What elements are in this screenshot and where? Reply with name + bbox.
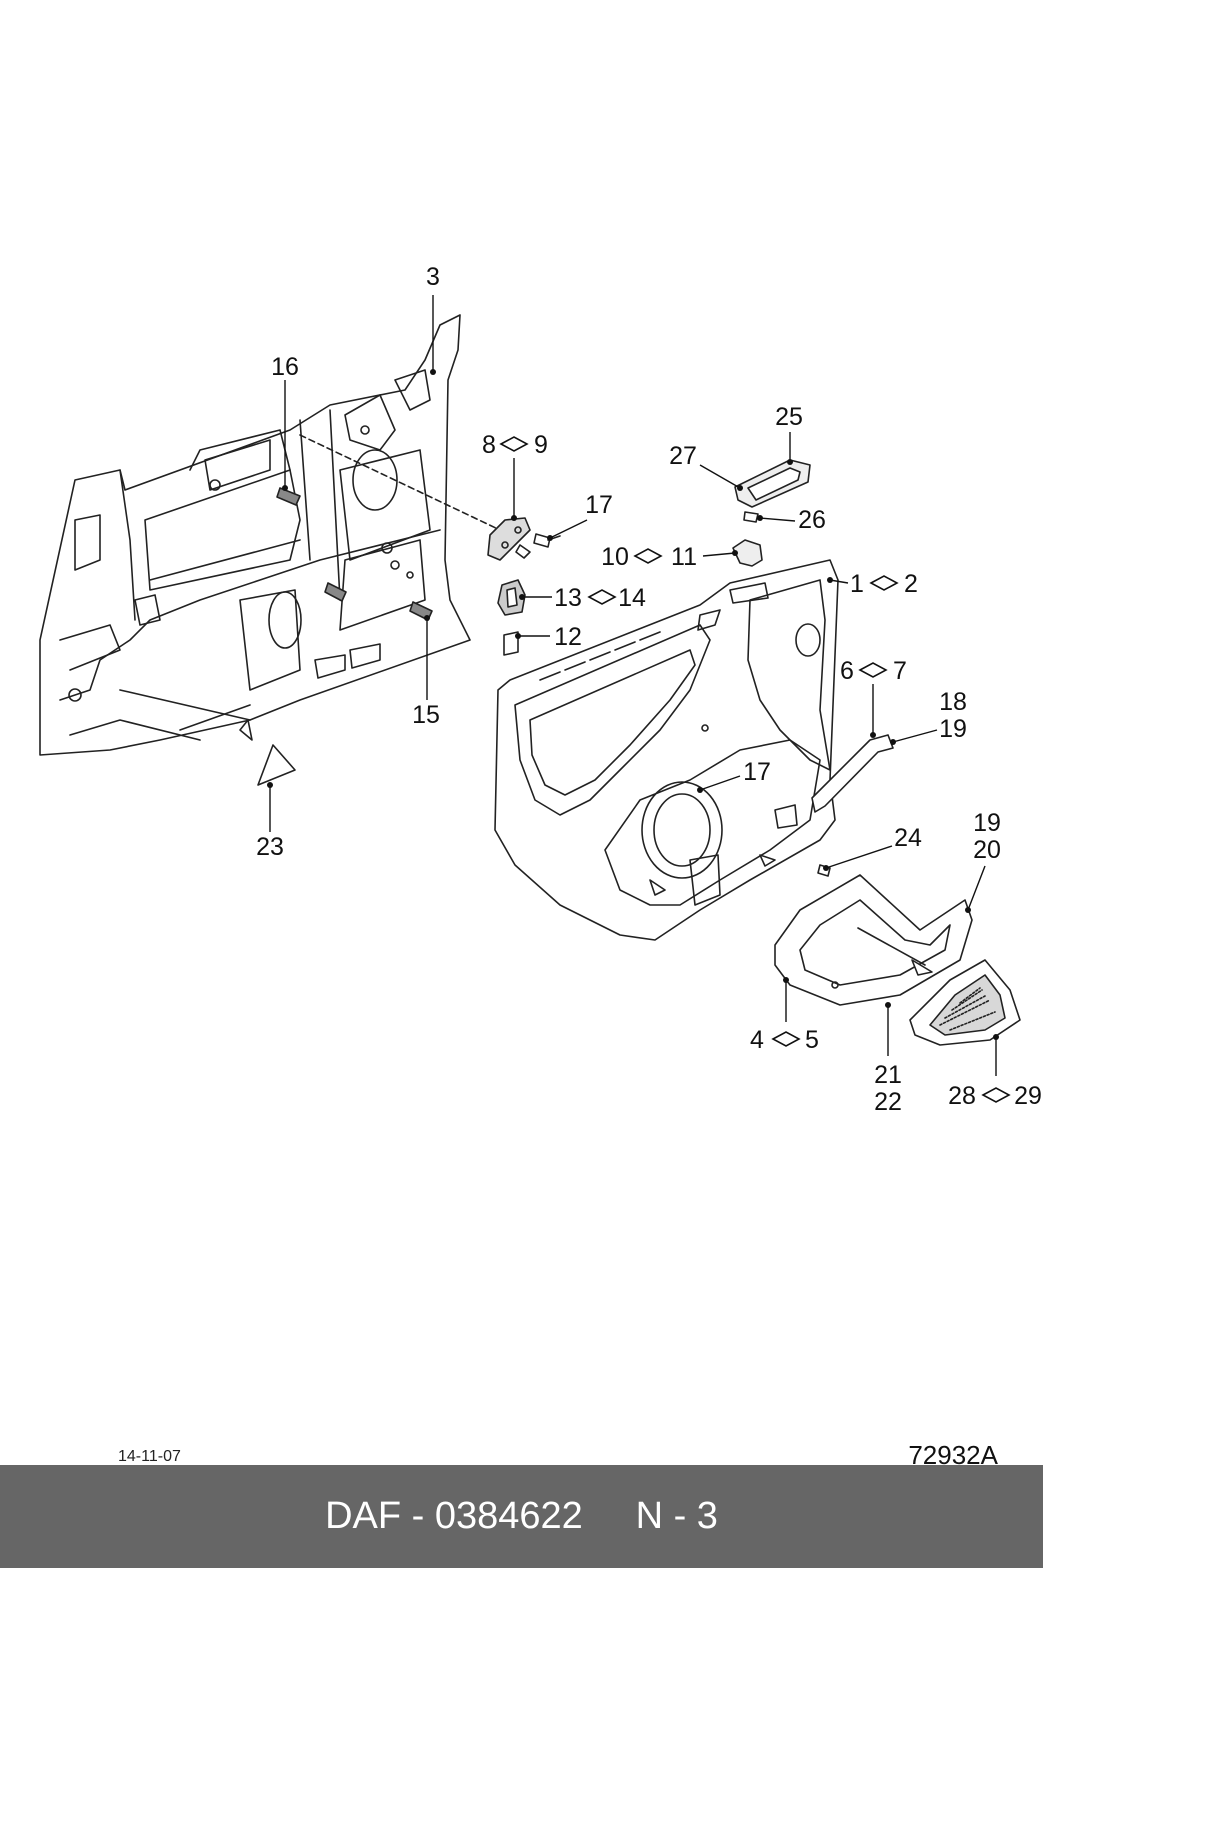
clip-26	[743, 511, 759, 523]
triangle-trim-23	[257, 744, 296, 786]
clip-15-left	[324, 582, 347, 602]
door-inner-frame	[39, 314, 501, 756]
door-trim-panel	[494, 559, 839, 941]
callout-27: 27	[669, 442, 697, 470]
callout-6: 6	[840, 657, 854, 685]
callout-8: 8	[482, 431, 496, 459]
callout-2: 2	[904, 570, 918, 598]
callout-1: 1	[850, 570, 864, 598]
callout-19-upper: 19	[939, 715, 967, 743]
bezel-13-14	[497, 579, 526, 616]
footer-bar: DAF - 0384622 N - 3	[0, 1465, 1043, 1568]
callout-5: 5	[805, 1026, 819, 1054]
diamond-6-7	[858, 662, 888, 678]
lower-cover-4-5	[774, 874, 973, 1006]
callout-17-top: 17	[585, 491, 613, 519]
clip-16	[276, 487, 301, 506]
callout-20: 20	[973, 836, 1001, 864]
callout-19-lower: 19	[973, 809, 1001, 837]
callout-7: 7	[893, 657, 907, 685]
drawing-date: 14-11-07	[118, 1448, 181, 1465]
diamond-10-11	[633, 548, 663, 564]
callout-12: 12	[554, 623, 582, 651]
pull-handle-6-7	[811, 734, 894, 813]
callout-18: 18	[939, 688, 967, 716]
callout-25: 25	[775, 403, 803, 431]
tray-25-27	[734, 459, 811, 508]
callout-26: 26	[798, 506, 826, 534]
callout-22: 22	[874, 1088, 902, 1116]
handle-cup-11	[732, 539, 763, 567]
callout-29: 29	[1014, 1082, 1042, 1110]
diamond-1-2	[869, 575, 899, 591]
callout-23: 23	[256, 833, 284, 861]
bracket-8-9	[487, 517, 531, 561]
callout-24: 24	[894, 824, 922, 852]
part-number-label: DAF - 0384622 N - 3	[325, 1495, 718, 1537]
callout-14: 14	[618, 584, 646, 612]
callout-21: 21	[874, 1061, 902, 1089]
callout-17-mid: 17	[743, 758, 771, 786]
callout-16: 16	[271, 353, 299, 381]
diamond-8-9	[499, 436, 529, 452]
parts-diagram: 3 16 8 9 17 25 27 26 10 11 1 2 13 14 12 …	[39, 263, 1042, 1116]
callout-10: 10	[601, 543, 629, 571]
callout-3: 3	[426, 263, 440, 291]
callout-13: 13	[554, 584, 582, 612]
clip-12	[503, 631, 519, 656]
diamond-28-29	[981, 1087, 1011, 1103]
callout-9: 9	[534, 431, 548, 459]
diamond-13-14	[587, 589, 617, 605]
arrow	[857, 927, 933, 976]
callout-28: 28	[948, 1082, 976, 1110]
callout-4: 4	[750, 1026, 764, 1054]
speaker-grille-28-29	[909, 959, 1021, 1046]
callout-11: 11	[671, 543, 697, 571]
callout-15: 15	[412, 701, 440, 729]
diamond-4-5	[771, 1031, 801, 1047]
